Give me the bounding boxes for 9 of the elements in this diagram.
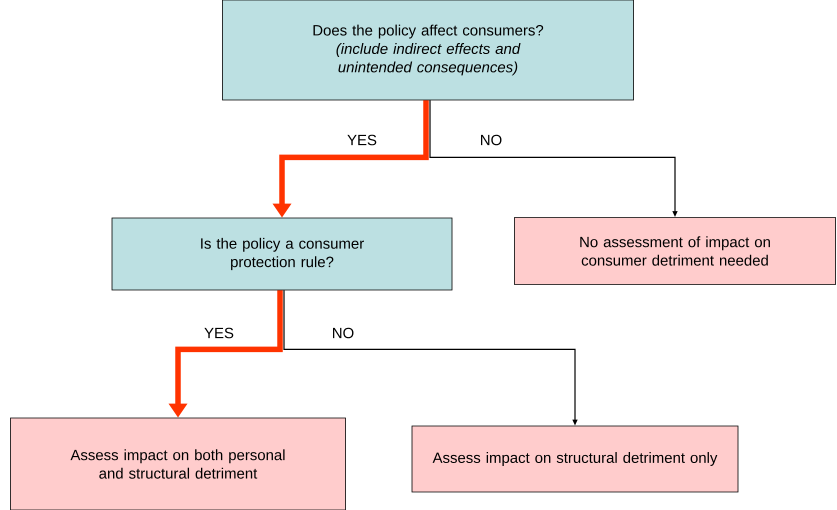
outcome-box: Assess impact on both personal and structural detriment [10,418,346,510]
outcome-box: No assessment of impact on consumer detriment needed [514,217,836,285]
edge-label: NO [333,328,354,338]
edge-label: YES [204,328,234,338]
edge-label: YES [347,134,376,146]
edge-label: NO [481,134,502,146]
outcome-box: Assess impact on structural detriment only [412,426,738,492]
question-box: Is the policy a consumer protection rule? [112,218,452,290]
question-box: Does the policy affect consumers? (include indirect effects and unintended consequences) [222,0,634,100]
